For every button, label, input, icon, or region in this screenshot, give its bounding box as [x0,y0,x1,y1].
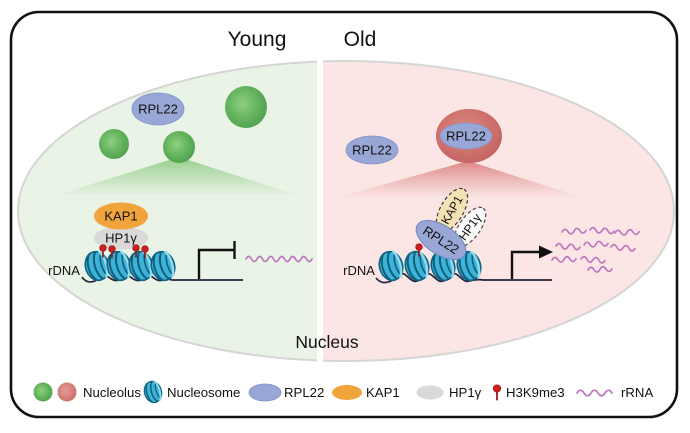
young-nucleolus-icon [225,86,267,128]
young-hp1gamma-label: HP1γ [105,231,137,246]
young-label: Young [228,28,287,51]
legend-rpl22-label: RPL22 [284,385,324,400]
legend-kap1-icon [332,385,362,400]
legend-rrna-icon [576,389,613,397]
old-rpl22-pill: RPL22 [345,135,399,165]
legend-nucleosome-label: Nucleosome [167,385,240,400]
young-kap1-pill: KAP1 [94,202,148,230]
legend: Nucleolus Nucleosome RPL22 KAP1 HP1γ H3K… [33,378,653,406]
legend-rpl22-icon [248,383,282,402]
legend-rrna-label: rRNA [621,385,653,400]
old-rpl22-nucleolus-label: RPL22 [446,129,486,144]
old-rdna-label: rDNA [343,263,375,278]
young-rdna-label: rDNA [48,263,80,278]
young-rpl22-label: RPL22 [138,102,178,117]
legend-h3k9me3-icon [492,384,502,401]
young-nucleolus-icon [99,129,129,159]
legend-nucleolus-label: Nucleolus [83,385,141,400]
young-hp1gamma-pill: HP1γ [94,226,148,250]
legend-nucleolus-young-icon [33,382,53,402]
rrna-icon [245,255,313,263]
old-panel: RPL22 RPL22 rDNA KAP1 HP1γ RPL22 [339,109,640,285]
young-nucleolus-icon [163,131,195,163]
repressed-transcription-icon [197,241,236,279]
old-rpl22-free-label: RPL22 [352,143,392,158]
active-transcription-icon [510,245,553,279]
nucleus-old-half [323,60,675,362]
nucleus-young-half [17,60,317,362]
young-rpl22-pill: RPL22 [131,92,185,126]
old-hp1gamma-pill-dashed: HP1γ [453,206,487,248]
legend-nucleolus-old-icon [57,382,77,402]
young-nucleolus-fan [57,157,297,195]
legend-h3k9me3-label: H3K9me3 [506,385,565,400]
legend-kap1-label: KAP1 [366,385,400,400]
old-nucleolus-icon: RPL22 [436,109,502,163]
old-nucleolus-fan [339,161,581,197]
young-panel: RPL22 HP1γ KAP1 rDNA [48,86,313,285]
nucleus-label: Nucleus [295,332,358,352]
legend-hp1gamma-label: HP1γ [449,385,482,400]
old-label: Old [344,28,377,51]
young-kap1-label: KAP1 [104,209,137,224]
legend-hp1gamma-icon [416,385,444,400]
